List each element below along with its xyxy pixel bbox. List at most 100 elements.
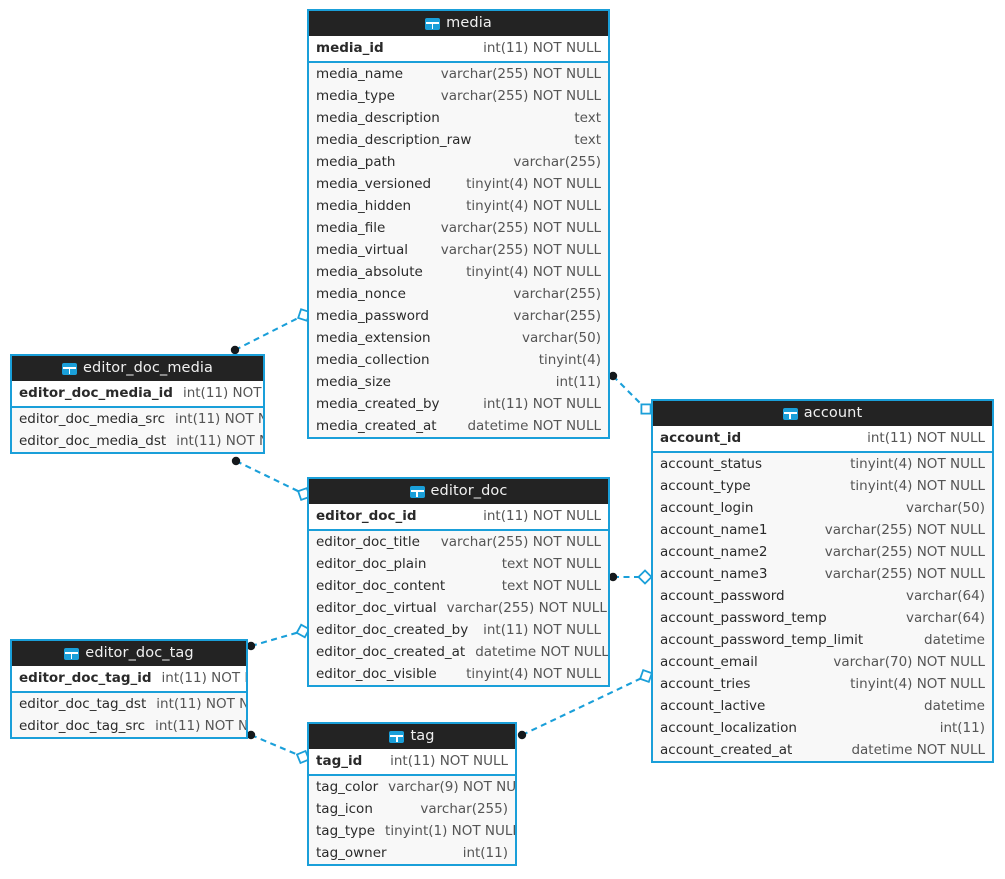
field-name: account_created_at [660,742,793,758]
relationship-endpoint-diamond [637,569,653,585]
field-name: editor_doc_tag_id [19,670,152,686]
field-type: int(11) NOT NULL [182,385,263,401]
table-name: editor_doc [430,483,508,499]
field-name: editor_doc_tag_src [19,718,146,734]
field-name: media_hidden [316,198,412,214]
field-name: media_description [316,110,440,126]
field-name: account_email [660,654,758,670]
table-editor_doc_media[interactable]: editor_doc_media editor_doc_media_id int(1… [10,354,265,454]
field-name: editor_doc_tag_dst [19,696,147,712]
primary-key-row[interactable]: editor_doc_media_id int(11) NOT NULL [12,381,263,408]
field-type: varchar(255) [513,286,601,302]
table-header-editor_doc_tag[interactable]: editor_doc_tag [12,641,246,666]
relationship-endpoint-dot [230,345,240,355]
primary-key-field[interactable]: editor_doc_media_id int(11) NOT NULL [12,381,263,406]
field-type: varchar(64) [905,588,985,604]
field-name: account_password_temp_limit [660,632,864,648]
field-name: editor_doc_id [316,508,417,524]
table-header-editor_doc_media[interactable]: editor_doc_media [12,356,263,381]
field-type: varchar(64) [905,610,985,626]
table-header-media[interactable]: media [309,11,608,36]
table-field-row[interactable]: media_description text [309,107,608,129]
field-name: editor_doc_media_id [19,385,173,401]
field-name: media_extension [316,330,431,346]
table-header-account[interactable]: account [653,401,992,426]
table-header-editor_doc[interactable]: editor_doc [309,479,608,504]
field-name: media_created_at [316,418,437,434]
field-type: varchar(9) NOT NULL [388,779,515,795]
field-name: account_localization [660,720,797,736]
field-type: int(11) NOT NULL [390,753,508,769]
field-type: varchar(255) NOT NULL [824,522,985,538]
table-name: editor_doc_tag [85,645,194,661]
field-type: varchar(255) NOT NULL [440,242,601,258]
field-name: editor_doc_media_src [19,411,165,427]
table-header-tag[interactable]: tag [309,724,515,749]
field-type: varchar(255) NOT NULL [824,544,985,560]
rel-editor-doc-to-account [608,569,653,585]
field-type: text [574,110,601,126]
